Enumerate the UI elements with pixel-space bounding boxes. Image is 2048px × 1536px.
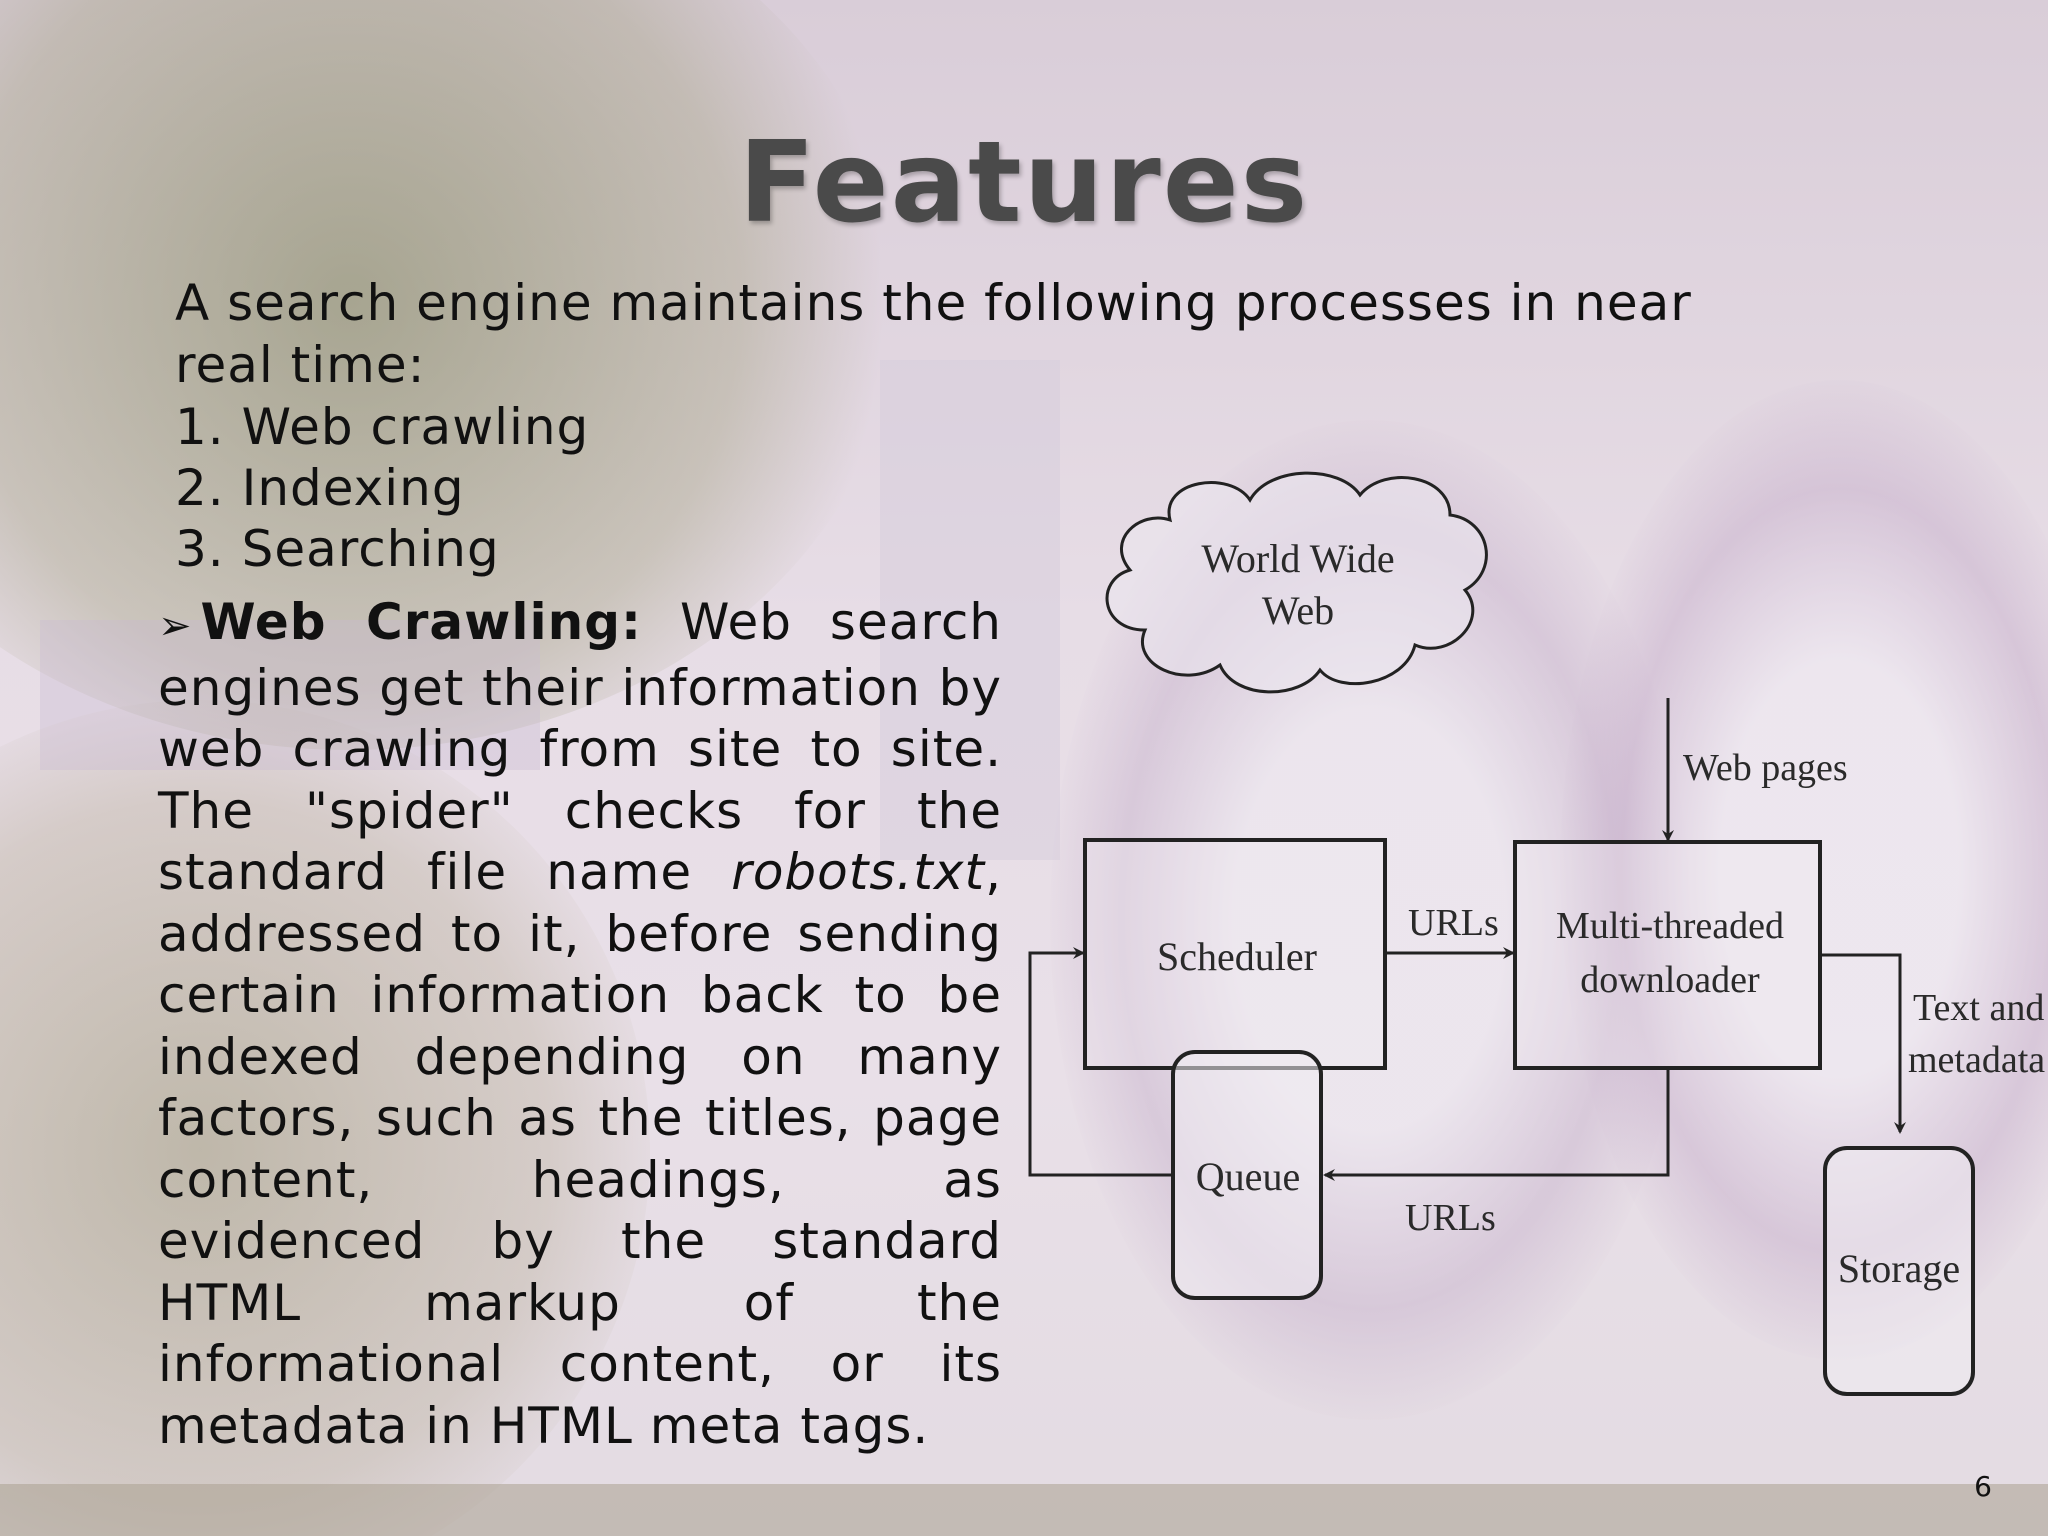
downloader-label-line2: downloader bbox=[1580, 959, 1760, 1001]
web-crawling-heading: Web Crawling: bbox=[200, 593, 642, 651]
storage-label: Storage bbox=[1838, 1246, 1960, 1291]
process-item-2: 2. Indexing bbox=[175, 459, 465, 517]
cloud-label-line1: World Wide bbox=[1201, 536, 1394, 581]
scheduler-box bbox=[1083, 838, 1387, 1070]
downloader-label-line1: Multi-threaded bbox=[1556, 905, 1784, 947]
arrow-bullet-icon: ➢ bbox=[158, 603, 193, 649]
web-crawling-paragraph: ➢Web Crawling: Web search engines get th… bbox=[158, 592, 1002, 1457]
paragraph-text-1: Web search engines get their information… bbox=[158, 593, 1002, 901]
storage-box bbox=[1823, 1146, 1975, 1396]
urls-top-label: URLs bbox=[1408, 902, 1499, 944]
scheduler-label: Scheduler bbox=[1157, 934, 1317, 979]
crawler-architecture-diagram: World Wide Web Web pages Scheduler URLs … bbox=[1028, 471, 2045, 1396]
bottom-bar bbox=[0, 1484, 2048, 1536]
slide-title: Features bbox=[738, 118, 1310, 248]
text-metadata-label-line2: metadata bbox=[1908, 1039, 2045, 1081]
world-wide-web-cloud bbox=[1105, 471, 1488, 694]
robots-txt-text: robots.txt bbox=[731, 843, 986, 901]
background-sign-block bbox=[40, 620, 540, 770]
cloud-label-line2: Web bbox=[1262, 588, 1334, 633]
text-metadata-label-line1: Text and bbox=[1913, 987, 2044, 1029]
process-item-3: 3. Searching bbox=[175, 520, 500, 578]
intro-text: A search engine maintains the following … bbox=[175, 274, 1692, 394]
process-item-1: 1. Web crawling bbox=[175, 398, 590, 456]
urls-bottom-label: URLs bbox=[1405, 1197, 1496, 1239]
downloader-to-storage-arrow bbox=[1820, 953, 1906, 1134]
web-pages-label: Web pages bbox=[1683, 747, 1848, 789]
downloader-box bbox=[1513, 840, 1822, 1070]
downloader-to-queue-arrow bbox=[1323, 1068, 1670, 1181]
paragraph-text-2: , addressed to it, before sending certai… bbox=[158, 843, 1002, 1455]
background-sign-block bbox=[880, 360, 1060, 860]
queue-label: Queue bbox=[1196, 1154, 1300, 1199]
page-number: 6 bbox=[1974, 1470, 1992, 1503]
queue-to-scheduler-arrow bbox=[1028, 947, 1173, 1177]
